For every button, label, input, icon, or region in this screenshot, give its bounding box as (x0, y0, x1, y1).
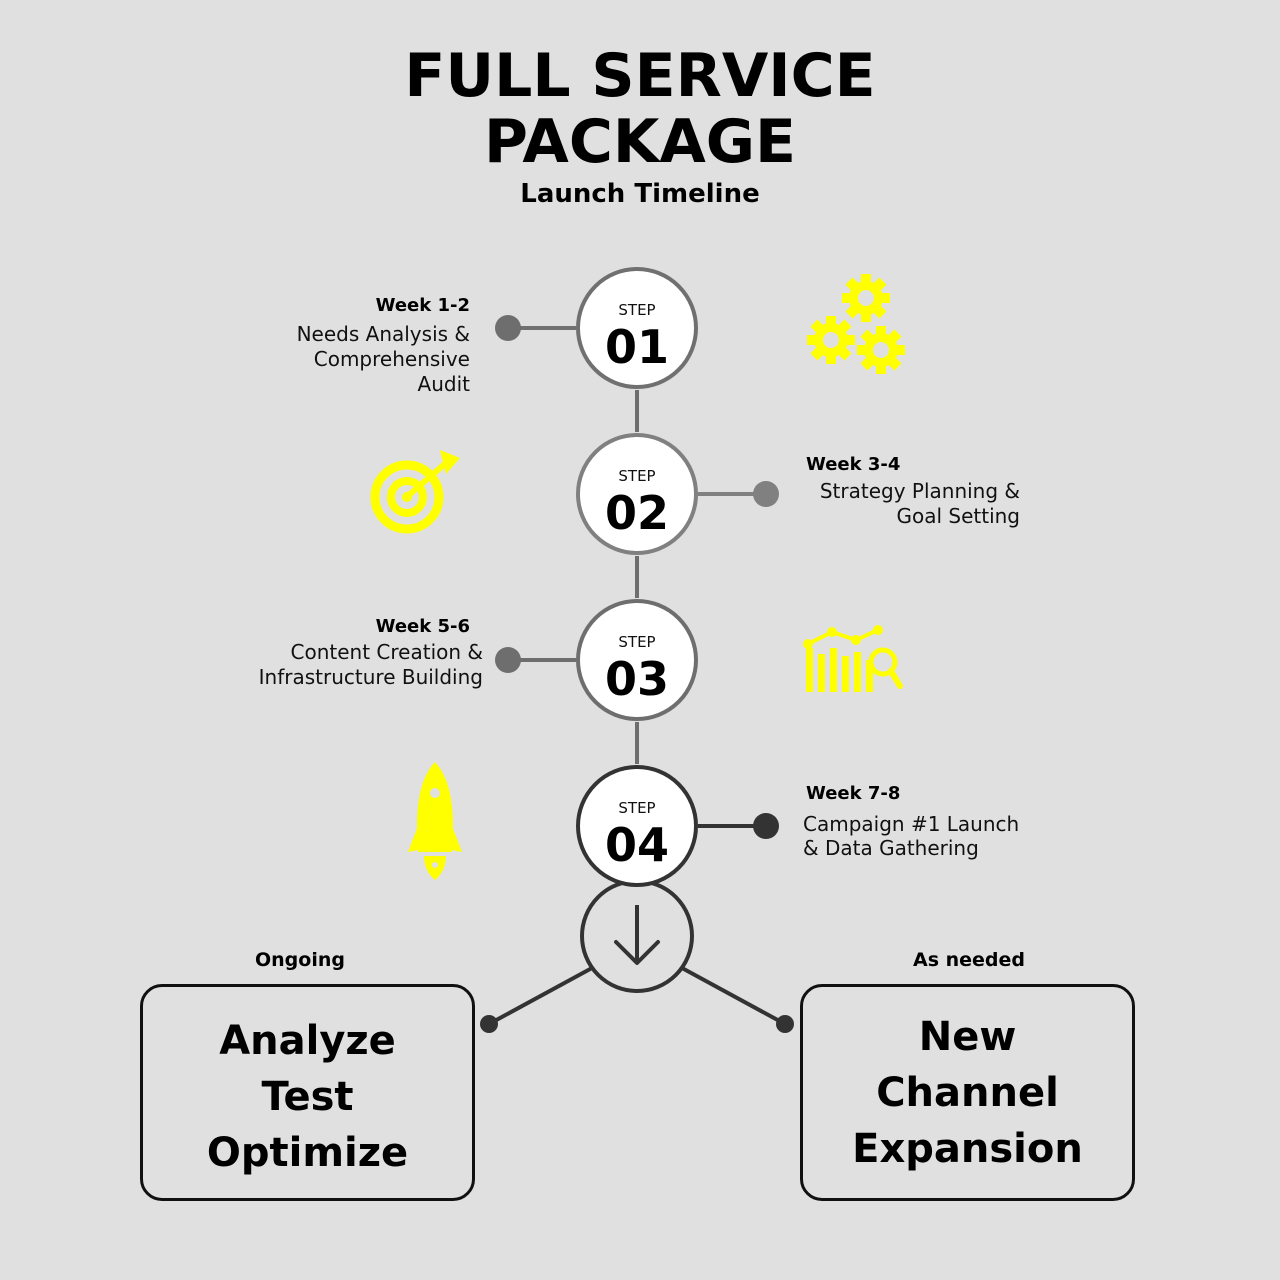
step-2-desc-line-2: Goal Setting (896, 504, 1020, 528)
branch-right-tag: As needed (912, 949, 1025, 971)
branch-right-line (681, 966, 786, 1026)
step-1-desc-line-1: Needs Analysis & (296, 322, 470, 346)
step-1-label: STEP (618, 301, 656, 319)
step-2-desc-line-1: Strategy Planning & (819, 479, 1020, 503)
step-4-week: Week 7-8 (806, 783, 901, 804)
branch-right-box: New Channel Expansion (800, 984, 1135, 1201)
step-4-number: 04 (604, 818, 669, 872)
step-2-label: STEP (618, 467, 656, 485)
target-icon (370, 450, 460, 534)
step-4-label: STEP (618, 799, 656, 817)
step-3-desc-line-1: Content Creation & (290, 640, 483, 664)
branch-right-line-2: Channel (876, 1070, 1059, 1116)
step-1-desc-line-2: Comprehensive (313, 347, 470, 371)
step-3-circle: STEP 03 (576, 599, 698, 721)
page-title-line-2: PACKAGE (483, 107, 797, 177)
branch-left-line-3: Optimize (206, 1130, 409, 1176)
branch-right-line-3: Expansion (852, 1126, 1083, 1172)
step-3-dot (495, 647, 521, 673)
step-4-desc-line-1: Campaign #1 Launch (803, 812, 1020, 836)
branch-left-box: Analyze Test Optimize (140, 984, 475, 1201)
down-arrow-icon (580, 879, 694, 993)
step-2-dot (753, 481, 779, 507)
step-4-dot (753, 813, 779, 839)
step-1-desc-line-3: Audit (417, 372, 470, 396)
step-1-dot (495, 315, 521, 341)
step-3-week: Week 5-6 (375, 616, 470, 637)
step-1-number: 01 (604, 320, 669, 374)
step-1-circle: STEP 01 (576, 267, 698, 389)
step-4-desc-line-2: & Data Gathering (803, 836, 979, 860)
step-3-number: 03 (604, 652, 669, 706)
step-2-number: 02 (604, 486, 669, 540)
analytics-icon (803, 625, 903, 692)
branch-left-tag: Ongoing (255, 949, 345, 971)
step-4-circle: STEP 04 (576, 765, 698, 887)
step-3-desc-line-2: Infrastructure Building (258, 665, 483, 689)
branch-left-line-2: Test (261, 1074, 354, 1120)
branch-left-line (488, 966, 593, 1026)
step-2-circle: STEP 02 (576, 433, 698, 555)
step-3-label: STEP (618, 633, 656, 651)
branch-right-dot (776, 1015, 794, 1033)
rocket-icon (408, 762, 462, 880)
step-2-week: Week 3-4 (806, 454, 901, 475)
branch-left-line-1: Analyze (219, 1018, 396, 1064)
step-1-week: Week 1-2 (375, 295, 470, 316)
gears-icon (807, 274, 905, 374)
page-title-line-1: FULL SERVICE (404, 41, 876, 111)
page-subtitle: Launch Timeline (520, 179, 760, 209)
branch-right-line-1: New (918, 1014, 1017, 1060)
branch-left-dot (480, 1015, 498, 1033)
